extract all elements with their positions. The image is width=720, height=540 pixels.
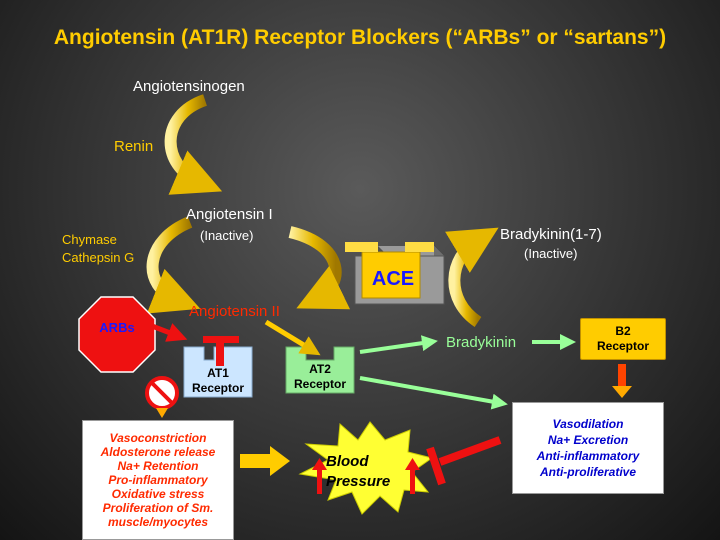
at1-inhibit-t	[203, 336, 239, 366]
effect-item: Vasodilation	[552, 417, 624, 431]
at1-line2: Receptor	[191, 381, 244, 395]
angiotensin-i-note: (Inactive)	[200, 228, 254, 243]
at1-effect-item: Aldosterone release	[100, 445, 216, 459]
effects-inhibit-bp	[426, 436, 502, 486]
renin-curve-arrow	[164, 94, 223, 195]
at1-effect-item: Na+ Retention	[117, 459, 199, 473]
at1-line1: AT1	[207, 366, 229, 380]
angiotensinogen-label: Angiotensinogen	[133, 78, 245, 95]
b2-receptor-box: B2 Receptor	[580, 318, 666, 360]
arbs-label: ARBs	[99, 320, 135, 335]
cathepsin-label: Cathepsin G	[62, 250, 135, 265]
at2-to-effects-arrow	[359, 376, 508, 410]
ace-curve-arrow	[288, 226, 351, 310]
arbs-to-at1-arrow	[151, 323, 188, 342]
renin-label: Renin	[114, 138, 154, 155]
at1-effects-box: Vasoconstriction Aldosterone release Na+…	[82, 420, 234, 540]
effect-item: Na+ Excretion	[547, 433, 629, 447]
bradykinin-17-note: (Inactive)	[524, 246, 578, 261]
at1-effect-item: Proliferation of Sm.	[102, 501, 214, 515]
no-symbol-down-arrow	[156, 408, 168, 418]
bp-line2: Pressure	[326, 473, 391, 490]
chymase-curve-arrow	[146, 216, 201, 314]
blood-pressure-label: Blood Pressure	[326, 452, 416, 492]
effect-item: Anti-inflammatory	[536, 449, 640, 463]
bradykinin-label: Bradykinin	[446, 334, 517, 351]
blood-pressure-burst	[298, 421, 434, 515]
at2-line1: AT2	[309, 362, 331, 376]
effect-item: Anti-proliferative	[539, 465, 636, 479]
angiotensin-ii-label: Angiotensin II	[189, 303, 280, 320]
no-symbol-icon	[145, 376, 179, 410]
at2-to-bradykinin-arrow	[359, 335, 438, 354]
protective-effects-box: Vasodilation Na+ Excretion Anti-inflamma…	[512, 402, 664, 494]
at2-receptor-label: AT2 Receptor	[286, 362, 354, 392]
at1-receptor-label: AT1 Receptor	[184, 366, 252, 396]
page-title: Angiotensin (AT1R) Receptor Blockers (“A…	[53, 26, 667, 49]
arbs-stop-sign	[78, 296, 156, 373]
at1-effect-item: Oxidative stress	[111, 487, 205, 501]
bradykinin-curve-arrow	[445, 227, 499, 327]
vaso-to-bp-arrow	[240, 446, 290, 476]
at2-line2: Receptor	[293, 377, 346, 391]
bp-line1: Blood	[326, 453, 369, 470]
chymase-label: Chymase	[62, 232, 117, 247]
ace-box	[345, 242, 445, 305]
b2-to-effects-arrow	[612, 364, 632, 398]
bp-up-arrow-right	[405, 458, 420, 494]
bp-up-arrow-left	[312, 458, 327, 494]
angiotensin-i-label: Angiotensin I	[186, 206, 273, 223]
at1-effect-item: muscle/myocytes	[107, 515, 209, 529]
angii-to-at2-arrow	[264, 319, 321, 356]
b2-line1: B2	[615, 324, 631, 338]
bradykinin-17-label: Bradykinin(1-7)	[500, 226, 602, 243]
ace-label: ACE	[371, 268, 415, 290]
at1-effect-item: Pro-inflammatory	[108, 473, 208, 487]
b2-line2: Receptor	[596, 339, 649, 353]
at1-effect-item: Vasoconstriction	[109, 431, 207, 445]
at1-receptor-shape	[183, 346, 253, 398]
